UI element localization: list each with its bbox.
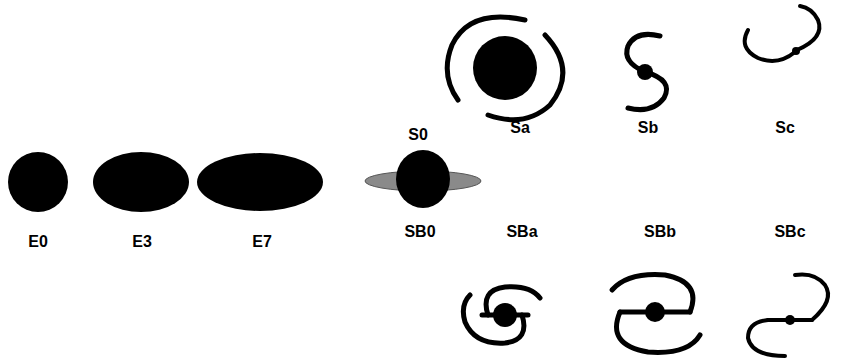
- galaxy-type-label: Sb: [638, 120, 658, 136]
- barred-spiral-sbb: [612, 275, 700, 353]
- galaxy-type-label: SBa: [506, 224, 537, 240]
- galaxy-type-label: SB0: [404, 224, 435, 240]
- galaxy-type-label: Sc: [775, 120, 795, 136]
- barred-spiral-sba: [463, 287, 540, 343]
- galaxy-bulge: [473, 36, 537, 100]
- galaxy-type-label: S0: [408, 127, 428, 143]
- elliptical-galaxy: [197, 153, 323, 211]
- elliptical-galaxy: [93, 152, 189, 212]
- galaxy-type-label: Sa: [510, 120, 530, 136]
- galaxy-bulge: [493, 303, 517, 327]
- galaxy-bulge: [792, 47, 800, 55]
- galaxy-type-label: E0: [28, 234, 48, 250]
- galaxy-type-label: E3: [132, 234, 152, 250]
- galaxy-bulge: [637, 64, 653, 80]
- barred-spiral-sbc: [748, 274, 828, 356]
- lenticular-bulge: [396, 150, 450, 208]
- galaxy-type-label: SBc: [774, 224, 805, 240]
- spiral-galaxy-sb: [627, 34, 667, 109]
- galaxy-type-label: E7: [252, 234, 272, 250]
- spiral-galaxy-sc: [745, 6, 820, 61]
- galaxy-bulge: [645, 302, 665, 322]
- spiral-galaxy-sa: [447, 17, 563, 120]
- galaxy-bulge: [785, 315, 795, 325]
- elliptical-galaxy: [8, 152, 68, 212]
- galaxy-type-label: SBb: [644, 224, 676, 240]
